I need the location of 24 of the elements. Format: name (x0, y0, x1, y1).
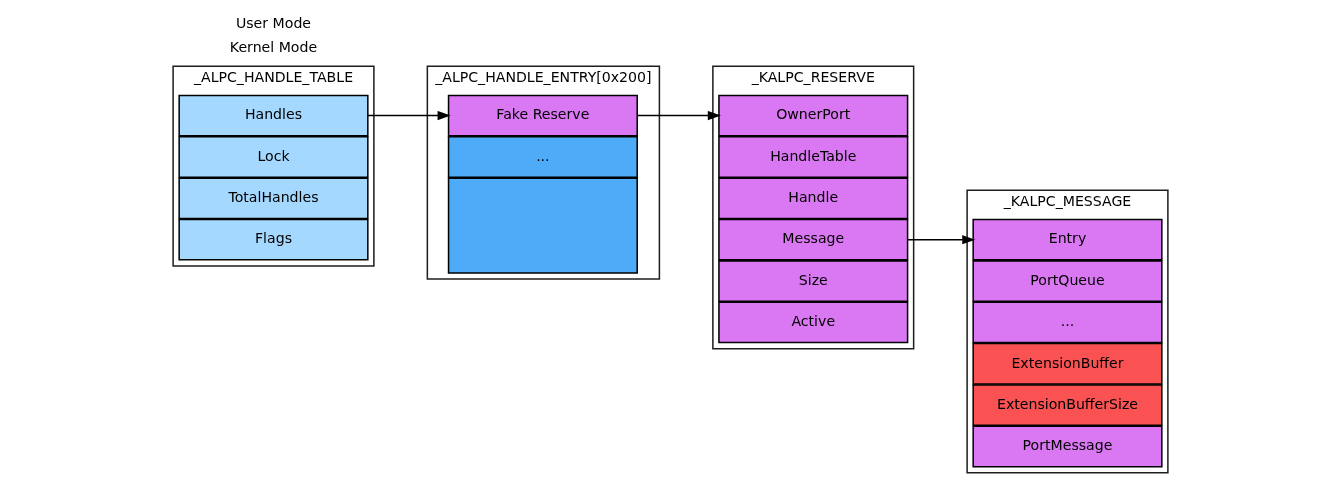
node-box: TotalHandles (177, 177, 369, 220)
node-box: Handle (717, 177, 908, 220)
node-box: Active (717, 301, 908, 344)
label: Kernel Mode (229, 38, 317, 55)
node-box: Entry (971, 218, 1163, 261)
node-box: PortMessage (971, 425, 1163, 468)
label: User Mode (235, 14, 311, 31)
node-box: HandleTable (717, 136, 908, 178)
node-box: OwnerPort (717, 94, 908, 137)
node-box: Size (717, 260, 908, 302)
arrow (366, 111, 451, 121)
arrow (906, 235, 975, 245)
arrow (636, 111, 721, 121)
node-box: ExtensionBuffer (971, 342, 1163, 385)
node-box (447, 177, 638, 274)
node-box: Lock (177, 136, 369, 178)
node-box: Fake Reserve (447, 94, 638, 137)
node-box: Handles (177, 94, 369, 137)
node-box: PortQueue (971, 260, 1163, 302)
node-box: Message (717, 218, 908, 261)
node-box: Flags (177, 218, 369, 261)
node-box: ExtensionBufferSize (971, 384, 1163, 427)
node-box: ... (971, 301, 1163, 344)
node-box: ... (447, 136, 638, 178)
